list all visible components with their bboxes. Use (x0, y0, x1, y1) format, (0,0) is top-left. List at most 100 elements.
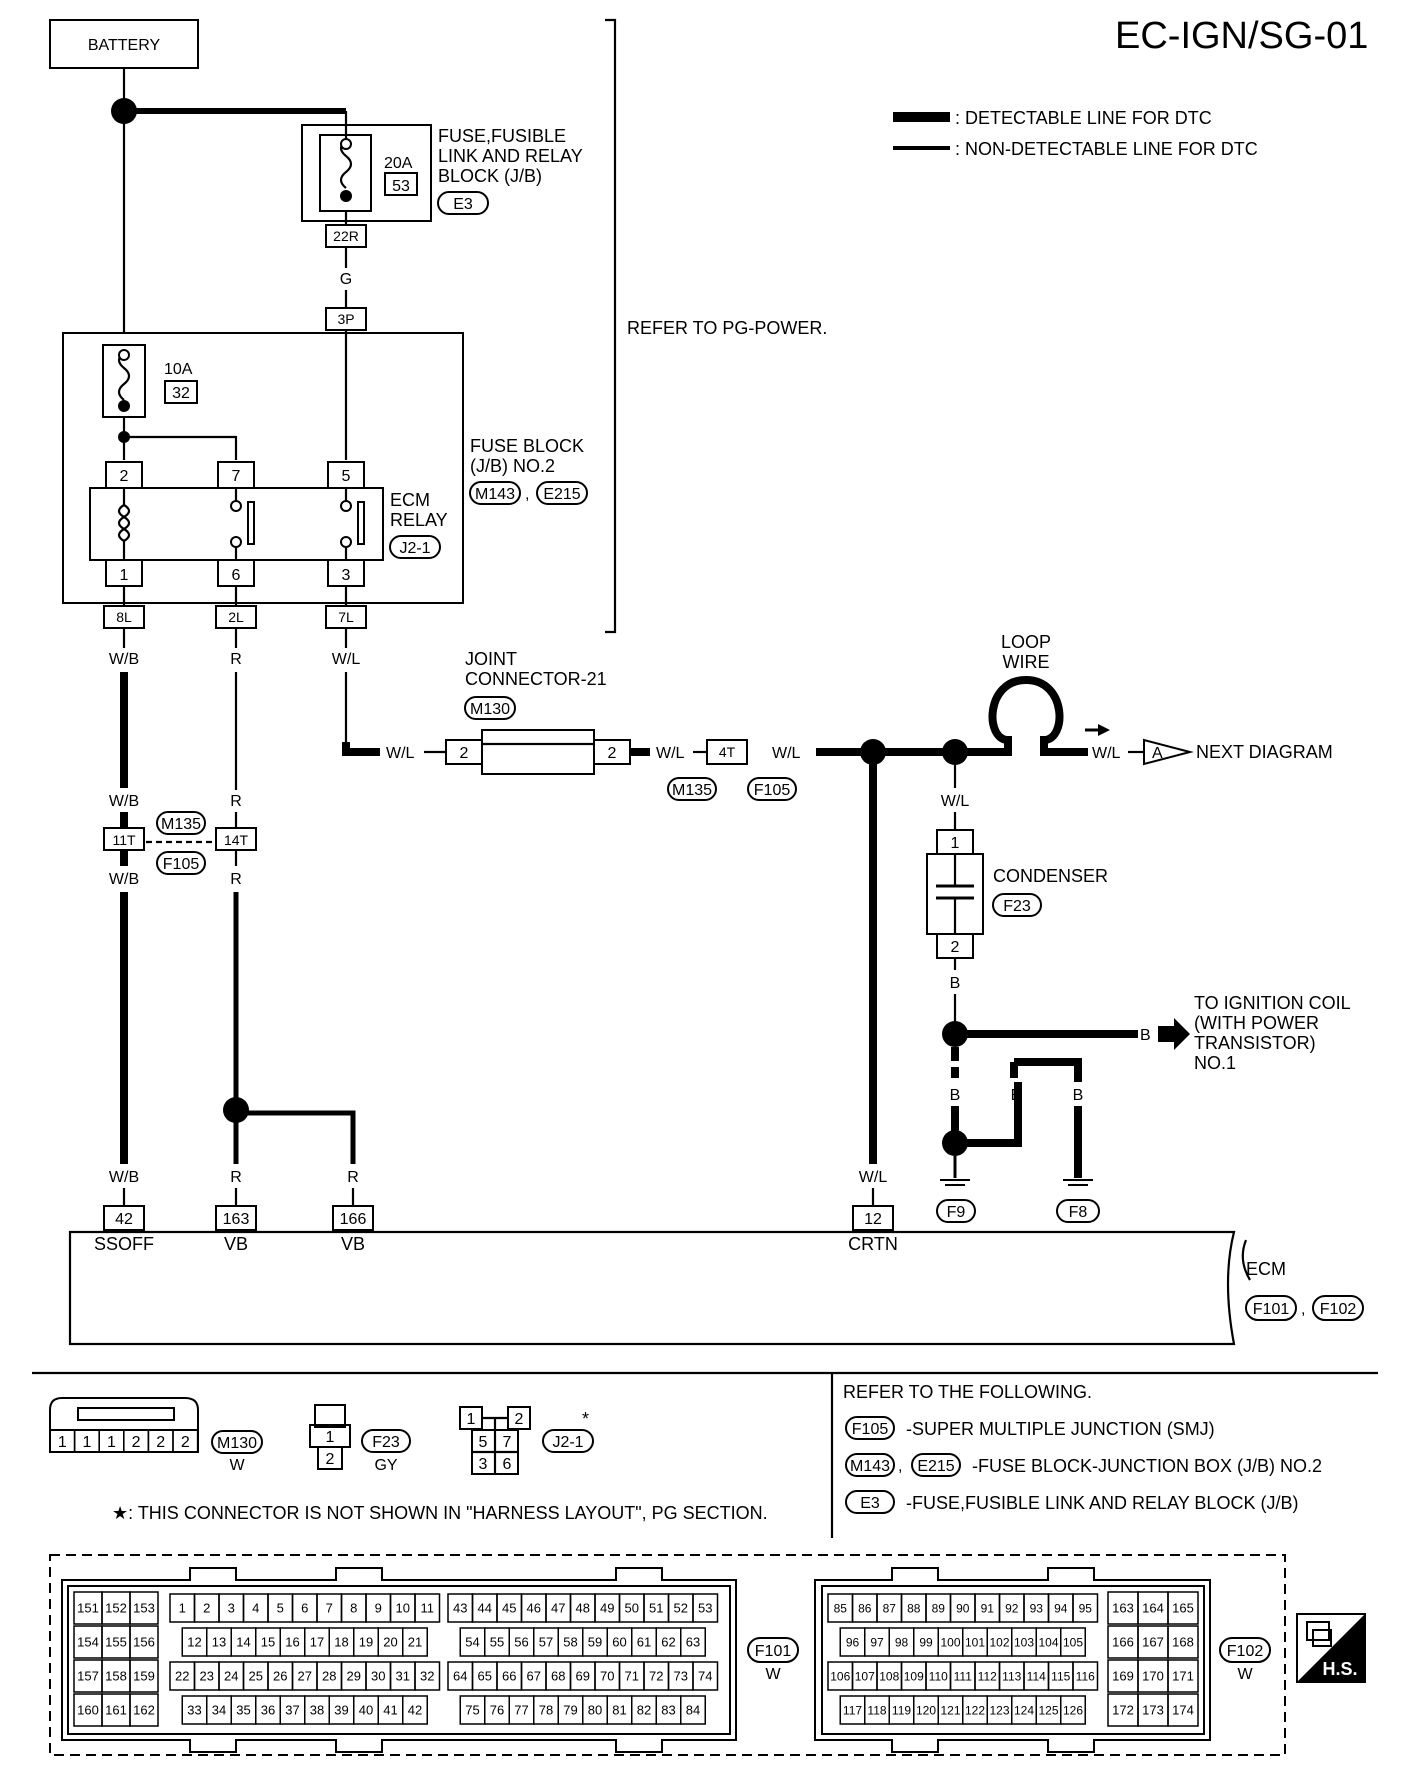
f102-pin: 107 (855, 1669, 875, 1683)
f102-pin: 108 (879, 1669, 899, 1683)
ecm-connector-frame (49, 1554, 1286, 1756)
svg-text:CONNECTOR-21: CONNECTOR-21 (465, 669, 607, 689)
svg-text:W: W (1237, 1666, 1253, 1683)
svg-text:W/B: W/B (109, 871, 139, 888)
svg-text:JOINT: JOINT (465, 649, 517, 669)
svg-text:32: 32 (172, 385, 190, 402)
f101-pin: 15 (261, 1635, 275, 1650)
f101-pin: 154 (77, 1635, 99, 1650)
m130-pin: 2 (132, 1434, 141, 1451)
f102-pin: 124 (1014, 1703, 1034, 1717)
f102-pin: 115 (1051, 1669, 1070, 1683)
svg-text:LOOP: LOOP (1001, 632, 1051, 652)
svg-text:WIRE: WIRE (1003, 652, 1050, 672)
f101-pin: 77 (514, 1703, 528, 1718)
svg-text:FUSE,FUSIBLE: FUSE,FUSIBLE (438, 126, 566, 146)
svg-text:J2-1: J2-1 (399, 540, 430, 557)
f102-pin: 93 (1030, 1601, 1044, 1615)
f101-pin: 153 (133, 1601, 155, 1616)
f101-pin: 73 (674, 1669, 688, 1684)
loop-wire: LOOP WIRE (960, 632, 1088, 756)
f102-pin: 165 (1172, 1601, 1194, 1616)
svg-text:B: B (1073, 1087, 1084, 1104)
f101-pin: 4 (252, 1601, 259, 1616)
f101-pin: 9 (375, 1601, 382, 1616)
f102-pin: 170 (1142, 1669, 1164, 1684)
svg-text:VB: VB (341, 1234, 365, 1254)
f101-pin: 62 (661, 1635, 675, 1650)
svg-text:M135: M135 (161, 816, 201, 833)
svg-text:M135: M135 (672, 782, 712, 799)
svg-text:R: R (230, 871, 242, 888)
f101-pin: 8 (350, 1601, 357, 1616)
svg-text:W/B: W/B (109, 651, 139, 668)
connector-face-j2-1: 1 2 5 7 3 6 J2-1 * (459, 1406, 594, 1475)
f101-pin: 69 (576, 1669, 590, 1684)
f101-pin: 41 (383, 1703, 397, 1718)
svg-text:B: B (1140, 1027, 1151, 1044)
refer-bracket (605, 18, 617, 634)
next-diagram-connector: A NEXT DIAGRAM (1143, 738, 1333, 766)
f101-pin: 45 (502, 1601, 516, 1616)
page-title: EC-IGN/SG-01 (1115, 15, 1368, 57)
svg-text:8L: 8L (116, 609, 132, 625)
f101-pin: 22 (175, 1669, 189, 1684)
f102-pin: 164 (1142, 1601, 1164, 1616)
svg-text:CONDENSER: CONDENSER (993, 866, 1108, 886)
svg-text:1: 1 (120, 567, 129, 584)
svg-text:2: 2 (951, 939, 960, 956)
svg-text:GY: GY (374, 1457, 397, 1474)
svg-text:B: B (1011, 1087, 1022, 1104)
f102-pin: 99 (919, 1635, 933, 1649)
svg-text:2: 2 (120, 468, 129, 485)
f101-pin: 51 (649, 1601, 663, 1616)
svg-text:6: 6 (503, 1456, 512, 1473)
svg-text:2L: 2L (228, 609, 244, 625)
svg-text:F8: F8 (1069, 1204, 1088, 1221)
svg-text:F101: F101 (755, 1643, 792, 1660)
f102-pin: 174 (1172, 1703, 1194, 1718)
svg-text:F102: F102 (1227, 1643, 1264, 1660)
f102-pin: 94 (1054, 1601, 1068, 1615)
f101-pin: 68 (551, 1669, 565, 1684)
f101-pin: 162 (133, 1703, 155, 1718)
svg-text:W/L: W/L (772, 745, 801, 762)
f101-pin: 78 (539, 1703, 553, 1718)
f102-pin: 105 (1063, 1635, 1083, 1649)
f102-pin: 109 (904, 1669, 924, 1683)
svg-text:RELAY: RELAY (390, 510, 448, 530)
svg-text:E215: E215 (917, 1458, 954, 1475)
f102-pin: 90 (956, 1601, 970, 1615)
svg-text:BLOCK (J/B): BLOCK (J/B) (438, 166, 542, 186)
f101-pin: 47 (551, 1601, 565, 1616)
f101-pin: 152 (105, 1601, 127, 1616)
f102-pin: 113 (1002, 1669, 1021, 1683)
f102-pin: 98 (895, 1635, 909, 1649)
svg-text:F9: F9 (947, 1204, 966, 1221)
f102-pin: 88 (907, 1601, 921, 1615)
f101-pin: 1 (179, 1601, 186, 1616)
svg-text:(WITH POWER: (WITH POWER (1194, 1013, 1319, 1033)
svg-text:F105: F105 (163, 856, 200, 873)
m130-pin: 1 (107, 1434, 116, 1451)
svg-text:11T: 11T (112, 832, 136, 848)
svg-text:F105: F105 (754, 782, 791, 799)
f101-pin: 24 (224, 1669, 238, 1684)
svg-text:4T: 4T (719, 744, 736, 760)
f101-pin: 20 (383, 1635, 397, 1650)
f101-pin: 25 (249, 1669, 263, 1684)
svg-text:*: * (582, 1409, 589, 1429)
f101-pin: 56 (514, 1635, 528, 1650)
svg-text:F105: F105 (852, 1421, 889, 1438)
svg-text:R: R (230, 651, 242, 668)
f101-pin: 26 (273, 1669, 287, 1684)
f101-pin: 70 (600, 1669, 614, 1684)
f101-pin: 38 (310, 1703, 324, 1718)
svg-text:,: , (1301, 1301, 1305, 1318)
f102-pin: 111 (954, 1669, 973, 1683)
svg-text:TRANSISTOR): TRANSISTOR) (1194, 1033, 1316, 1053)
svg-text:7: 7 (232, 468, 241, 485)
svg-text:W/B: W/B (109, 1169, 139, 1186)
svg-text:10A: 10A (164, 361, 193, 378)
